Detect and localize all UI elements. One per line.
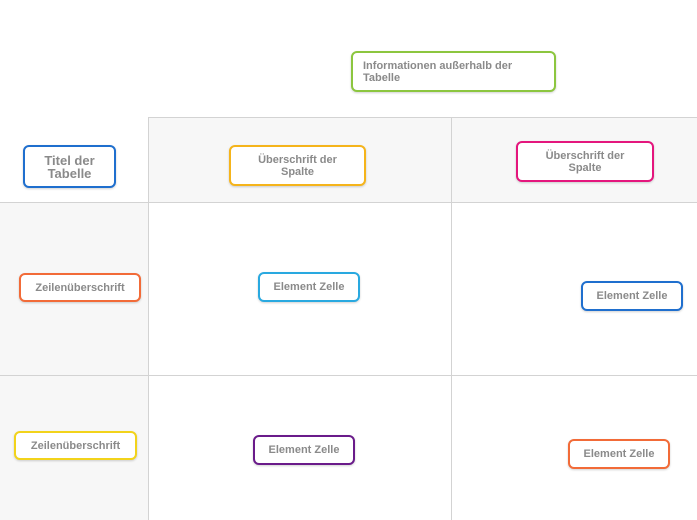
grid-line-title-column (148, 117, 149, 520)
row-header-node-1[interactable]: Zeilenüberschrift (19, 273, 141, 302)
cell-node-r2-c1[interactable]: Element Zelle (253, 435, 355, 465)
row-header-node-2[interactable]: Zeilenüberschrift (14, 431, 137, 460)
column-header-node-2[interactable]: Überschrift der Spalte (516, 141, 654, 182)
row-header-band (0, 202, 148, 520)
grid-line-top (148, 117, 697, 118)
column-header-node-1[interactable]: Überschrift der Spalte (229, 145, 366, 186)
outside-info-node[interactable]: Informationen außerhalb der Tabelle (351, 51, 556, 92)
grid-line-header-bottom (0, 202, 697, 203)
grid-line-row-divider (0, 375, 697, 376)
cell-node-r1-c2[interactable]: Element Zelle (581, 281, 683, 311)
grid-line-column-divider (451, 117, 452, 520)
table-title-node[interactable]: Titel der Tabelle (23, 145, 116, 188)
cell-node-r1-c1[interactable]: Element Zelle (258, 272, 360, 302)
cell-node-r2-c2[interactable]: Element Zelle (568, 439, 670, 469)
